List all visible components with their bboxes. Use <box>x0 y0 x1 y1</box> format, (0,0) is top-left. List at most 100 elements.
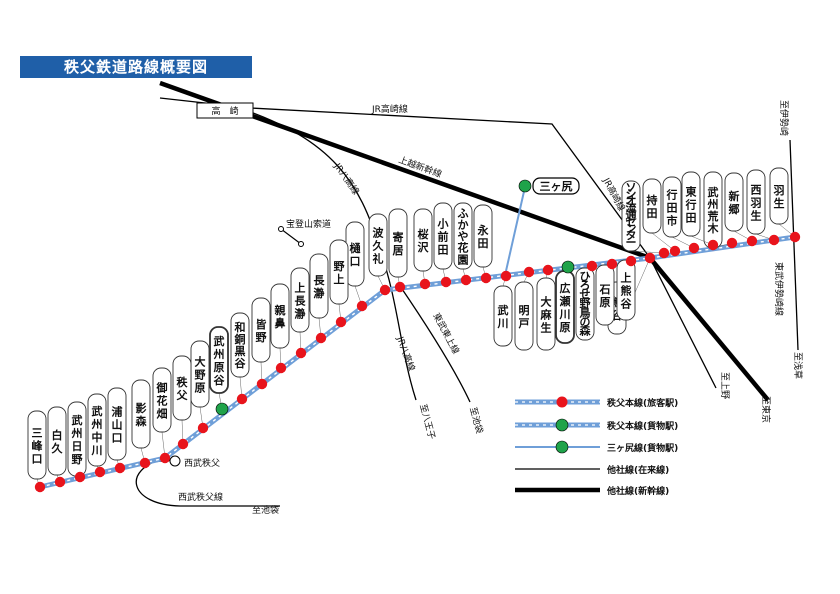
station: 行田市 <box>662 176 700 254</box>
station-name: 上長瀞 <box>295 281 307 321</box>
stations-layer: 羽生西羽生新郷武州荒木東行田行田市持田ソシオ流通センター熊谷上熊谷石原ひろせ野鳥… <box>27 167 801 493</box>
station-box <box>329 239 349 305</box>
passenger-station-dot <box>440 276 452 288</box>
station: 石原 <box>595 258 618 326</box>
station: 上長瀞 <box>290 267 310 359</box>
station-name: 羽生 <box>774 184 785 210</box>
passenger-station-dot <box>159 452 171 464</box>
station-box <box>681 171 701 237</box>
freight-station-dot <box>215 402 229 416</box>
station: 和銅黒谷 <box>230 312 250 405</box>
station: 広瀬川原 <box>555 260 575 344</box>
legend-passenger-dot <box>556 396 568 408</box>
station-name: 樋口 <box>350 241 361 268</box>
station: 小前田 <box>433 202 453 288</box>
passenger-station-dot <box>707 239 719 251</box>
to-iseki-label: 至伊勢崎 <box>778 100 790 136</box>
station-box <box>209 326 229 394</box>
passenger-station-dot <box>586 260 598 272</box>
station-box <box>172 355 192 421</box>
station: 武州中川 <box>87 393 107 478</box>
station-name: 野上 <box>334 260 345 286</box>
to-ueno-label: 至上野 <box>719 372 730 399</box>
ropeway-top <box>278 226 284 232</box>
station: 御花畑 <box>152 367 172 464</box>
tobu-isesaki-line <box>789 139 799 351</box>
station-box <box>413 208 433 272</box>
station-box <box>746 169 766 235</box>
passenger-station-dot <box>746 235 758 247</box>
station-box <box>309 253 329 319</box>
station: 武州原谷 <box>209 326 229 416</box>
station: 大麻生 <box>536 264 556 351</box>
station-box <box>514 281 534 351</box>
station: 長瀞 <box>309 253 329 344</box>
station-box <box>388 208 408 278</box>
station-name: 武州中川 <box>91 404 103 457</box>
station-box <box>621 180 641 252</box>
station-box <box>595 264 615 326</box>
station-box <box>152 367 172 433</box>
tobu-isesaki-label: 東武伊勢崎線 <box>773 262 785 316</box>
mikajiri-box <box>532 177 580 195</box>
hodosan-label: 宝登山索道 <box>286 218 331 230</box>
station-name: 武州日野 <box>71 413 83 466</box>
station-name: 石原 <box>599 283 611 309</box>
passenger-station-dot <box>197 422 209 434</box>
jr-hachiko-label-1: JR八高線 <box>331 160 362 197</box>
legend-freight-dot <box>555 418 569 432</box>
station: 永田 <box>473 204 493 284</box>
passenger-station-dot <box>460 274 472 286</box>
station-name: 行田市 <box>666 188 678 228</box>
station-name: 白久 <box>52 428 64 455</box>
station: 上熊谷 <box>616 255 637 321</box>
station-box <box>493 285 513 347</box>
passenger-station-dot <box>500 270 512 282</box>
station-leader <box>630 250 665 254</box>
station: 武川 <box>493 270 513 347</box>
hodosan-ropeway <box>280 228 302 245</box>
passenger-station-dot <box>625 255 637 267</box>
station-name: 秩父 <box>176 375 189 402</box>
station-name: 東行田 <box>685 185 698 225</box>
station-box <box>642 178 662 234</box>
freight-station-dot <box>561 260 575 274</box>
station-box <box>473 204 493 268</box>
station-box <box>27 410 47 480</box>
station: 樋口 <box>345 221 368 312</box>
station-box <box>662 176 682 238</box>
legend-freight-label: 秩父本線(貨物駅) <box>607 420 678 432</box>
station: 桜沢 <box>413 208 433 290</box>
station-box <box>290 267 310 333</box>
passenger-station-dot <box>54 476 66 488</box>
mikajiri-label: 三ヶ尻 <box>540 180 573 193</box>
station-name: 桜沢 <box>418 227 430 254</box>
passenger-station-dot <box>34 481 46 493</box>
chichibu-main-line-dash <box>39 236 796 488</box>
to-ikebukuro-label-1: 至池袋 <box>467 406 486 435</box>
station-name: 西羽生 <box>751 184 762 223</box>
station-name: 大野原 <box>195 355 206 395</box>
mikajiri-branch-line <box>505 186 526 272</box>
station: 秩父 <box>172 355 192 450</box>
jr-takasaki-label-1: JR高崎線 <box>371 103 408 115</box>
to-ikebukuro-label-2: 至池袋 <box>252 504 279 516</box>
passenger-station-dot <box>94 466 106 478</box>
station: 武州日野 <box>67 401 87 483</box>
passenger-station-dot <box>275 362 287 374</box>
passenger-station-dot <box>74 471 86 483</box>
seibu-chichibu-dot <box>169 455 181 467</box>
station-name: 永田 <box>477 223 490 250</box>
station: ふかや花園 <box>453 202 473 286</box>
passenger-station-dot <box>658 247 670 259</box>
station-name: 小前田 <box>437 217 449 257</box>
passenger-station-dot <box>379 284 391 296</box>
station: 羽生 <box>769 167 801 243</box>
station-box <box>47 406 67 476</box>
station-name: 浦山口 <box>112 405 123 445</box>
to-hachioji-label: 至八王子 <box>417 403 437 441</box>
passenger-station-dot <box>523 266 535 278</box>
legend-branch-label: 三ヶ尻線(貨物駅) <box>607 442 678 454</box>
passenger-station-dot <box>295 347 307 359</box>
station-box <box>433 202 453 270</box>
